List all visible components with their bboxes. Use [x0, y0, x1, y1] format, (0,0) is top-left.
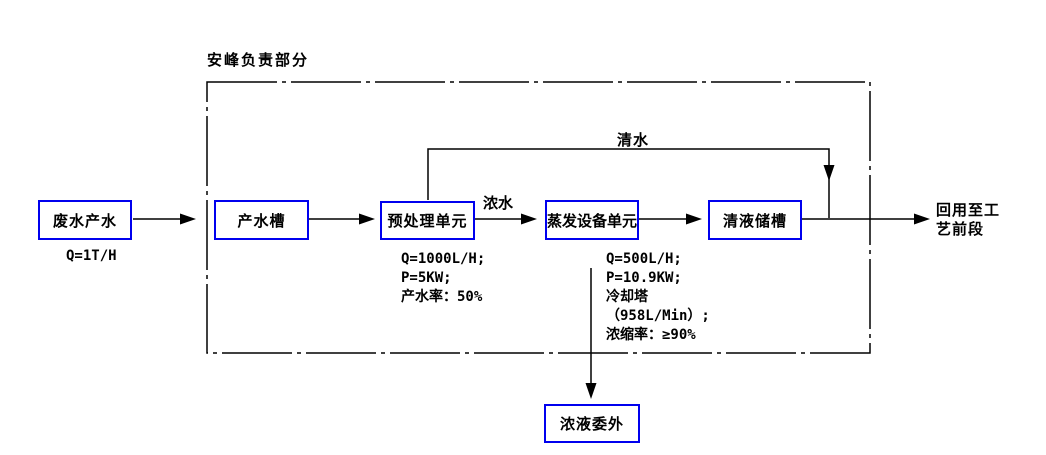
inlet-flow-label: Q=1T/H	[66, 248, 117, 264]
pretreatment-spec-power: P=5KW;	[401, 270, 452, 286]
reuse-outlet-line1: 回用至工	[936, 201, 1001, 219]
node-wastewater-source: 废水产水	[38, 200, 132, 240]
evaporation-spec-power: P=10.9KW;	[606, 270, 682, 286]
arrowhead-evaporation-to-concentrate-icon	[585, 383, 597, 399]
concentrated-water-label: 浓水	[483, 194, 514, 212]
arrowhead-evaporation-to-cleartank-icon	[686, 213, 702, 225]
node-clear-liquid-tank-label: 清液储槽	[722, 211, 787, 230]
evaporation-spec-coolingtower: 冷却塔	[606, 289, 648, 305]
node-product-water-tank: 产水槽	[214, 200, 309, 240]
arrowhead-wastewater-to-tank-icon	[180, 213, 196, 225]
node-concentrate-outsourced: 浓液委外	[544, 404, 640, 443]
region-title: 安峰负责部分	[207, 51, 310, 69]
responsibility-boundary-box	[206, 81, 871, 354]
reuse-outlet-label: 回用至工 艺前段	[936, 201, 1000, 239]
evaporation-spec-coolingflow: （958L/Min）;	[606, 308, 710, 324]
evaporation-spec-concentration: 浓缩率：≥90%	[606, 327, 696, 343]
node-product-water-tank-label: 产水槽	[237, 211, 286, 230]
node-concentrate-outsourced-label: 浓液委外	[559, 415, 624, 433]
evaporation-specs: Q=500L/H; P=10.9KW; 冷却塔 （958L/Min）; 浓缩率：…	[606, 250, 710, 345]
pretreatment-specs: Q=1000L/H; P=5KW; 产水率：50%	[401, 250, 485, 307]
clear-water-label: 清水	[617, 131, 650, 149]
pretreatment-spec-recovery: 产水率：50%	[401, 289, 483, 305]
arrowhead-pretreatment-to-evaporation-icon	[521, 213, 537, 225]
node-evaporation-unit: 蒸发设备单元	[545, 200, 639, 240]
node-clear-liquid-tank: 清液储槽	[708, 200, 802, 240]
clear-water-line	[427, 148, 830, 218]
arrowhead-tank-to-pretreatment-icon	[359, 213, 375, 225]
pretreatment-spec-flow: Q=1000L/H;	[401, 251, 486, 267]
node-pretreatment-unit-label: 预处理单元	[387, 212, 468, 230]
arrowhead-cleartank-to-reuse-icon	[914, 213, 930, 225]
node-pretreatment-unit: 预处理单元	[380, 201, 475, 240]
node-wastewater-source-label: 废水产水	[52, 211, 117, 230]
clear-water-arrowhead-icon	[823, 165, 835, 181]
evaporation-spec-flow: Q=500L/H;	[606, 251, 682, 267]
node-evaporation-unit-label: 蒸发设备单元	[547, 211, 638, 230]
reuse-outlet-line2: 艺前段	[936, 220, 985, 238]
